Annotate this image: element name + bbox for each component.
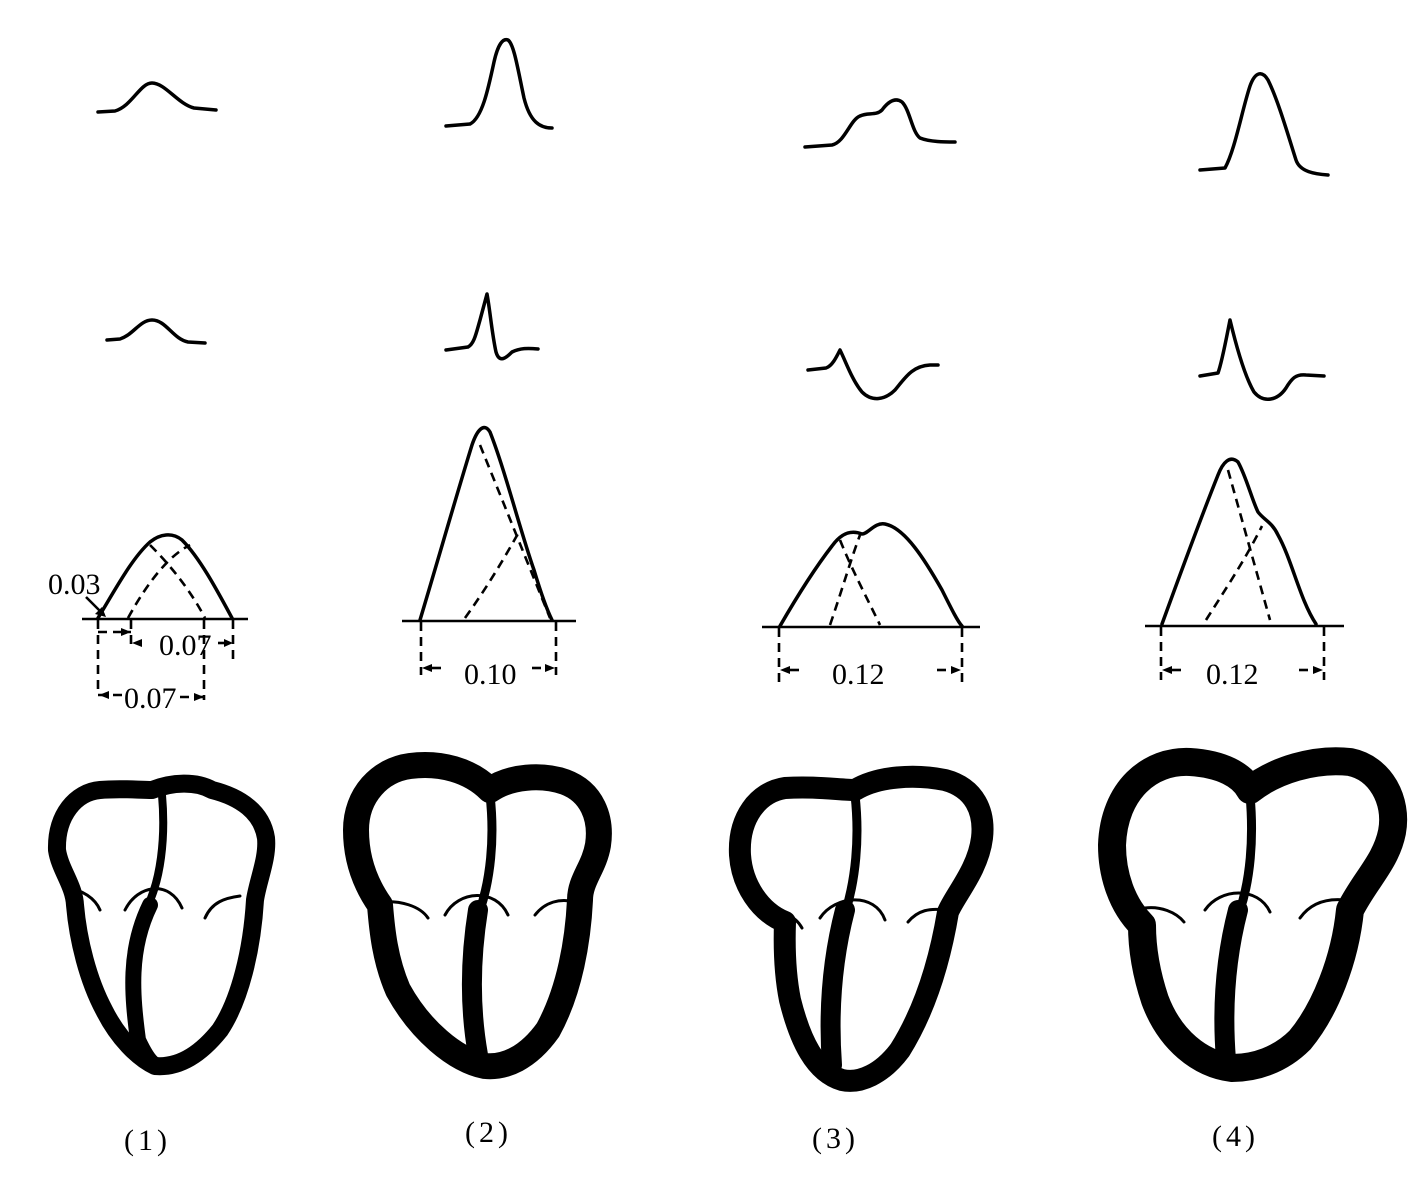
heart-illustration [728,765,994,1092]
panel-caption: (3) [812,1122,859,1155]
qrs-construction [402,425,576,675]
measurement-label: 0.12 [832,658,885,691]
qrs-construction [762,522,980,682]
heart-illustration [1098,747,1408,1082]
panel-3: 0.12 (3) [728,98,994,1155]
top-waveform [803,98,957,149]
p-wave-construction [82,533,248,701]
panel-4: 0.12 (4) [1098,72,1408,1153]
top-waveform [1198,72,1330,177]
heart-illustration [48,774,276,1076]
heart-illustration [343,752,612,1080]
panel-caption: (1) [124,1124,171,1157]
measurement-label: 0.12 [1206,658,1259,691]
top-waveform [96,81,218,114]
panel-2: 0.10 (2) [343,37,612,1149]
middle-waveform [105,318,207,345]
panel-caption: (2) [465,1116,512,1149]
measurement-label: 0.10 [464,658,517,691]
middle-waveform [1198,318,1326,401]
measurement-label: 0.07 [159,629,212,662]
measurement-label: 0.03 [48,568,101,601]
panel-caption: (4) [1212,1120,1259,1153]
middle-waveform [806,348,940,401]
measurement-label: 0.07 [124,682,177,715]
top-waveform [444,37,554,130]
panel-1: 0.03 0.07 0.07 (1) [48,81,276,1157]
middle-waveform [444,292,540,361]
qrs-construction [1145,457,1344,680]
